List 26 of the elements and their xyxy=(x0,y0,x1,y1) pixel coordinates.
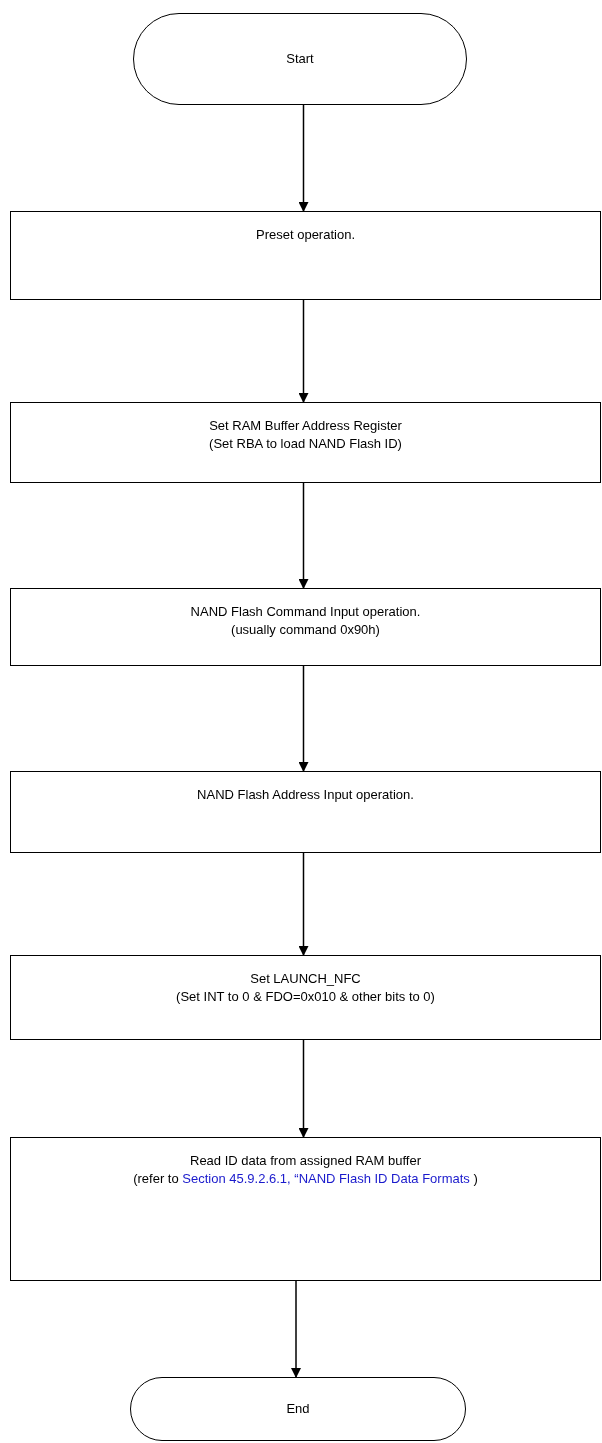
step-text: (Set INT to 0 & FDO=0x010 & other bits to 0) xyxy=(176,988,435,1006)
step-text: Preset operation. xyxy=(256,226,355,244)
step-text: NAND Flash Command Input operation. xyxy=(190,603,421,621)
section-link: Section 45.9.2.6.1, “NAND Flash ID Data Formats xyxy=(182,1171,470,1186)
arrow xyxy=(298,482,309,589)
arrow xyxy=(298,299,309,403)
arrow xyxy=(298,1039,309,1138)
process-box xyxy=(10,588,601,666)
process-box xyxy=(10,211,601,300)
step-text: Read ID data from assigned RAM buffer xyxy=(190,1152,421,1170)
arrow xyxy=(298,665,309,772)
step-text: (Set RBA to load NAND Flash ID) xyxy=(209,435,402,453)
process-box xyxy=(10,771,601,853)
step-text: NAND Flash Address Input operation. xyxy=(197,786,414,804)
step-text: Set LAUNCH_NFC xyxy=(250,970,361,988)
arrow xyxy=(291,1280,301,1378)
terminal-label: Start xyxy=(286,50,314,68)
reference-text: (refer to Section 45.9.2.6.1, “NAND Flash ID Data Formats ) xyxy=(132,1170,479,1188)
process-box xyxy=(10,955,601,1040)
arrow xyxy=(298,852,309,956)
process-box xyxy=(10,402,601,483)
step-text: Set RAM Buffer Address Register xyxy=(209,417,402,435)
terminal-label: End xyxy=(286,1400,310,1418)
process-box xyxy=(10,1137,601,1281)
step-text: (usually command 0x90h) xyxy=(231,621,380,639)
arrow xyxy=(298,104,309,212)
